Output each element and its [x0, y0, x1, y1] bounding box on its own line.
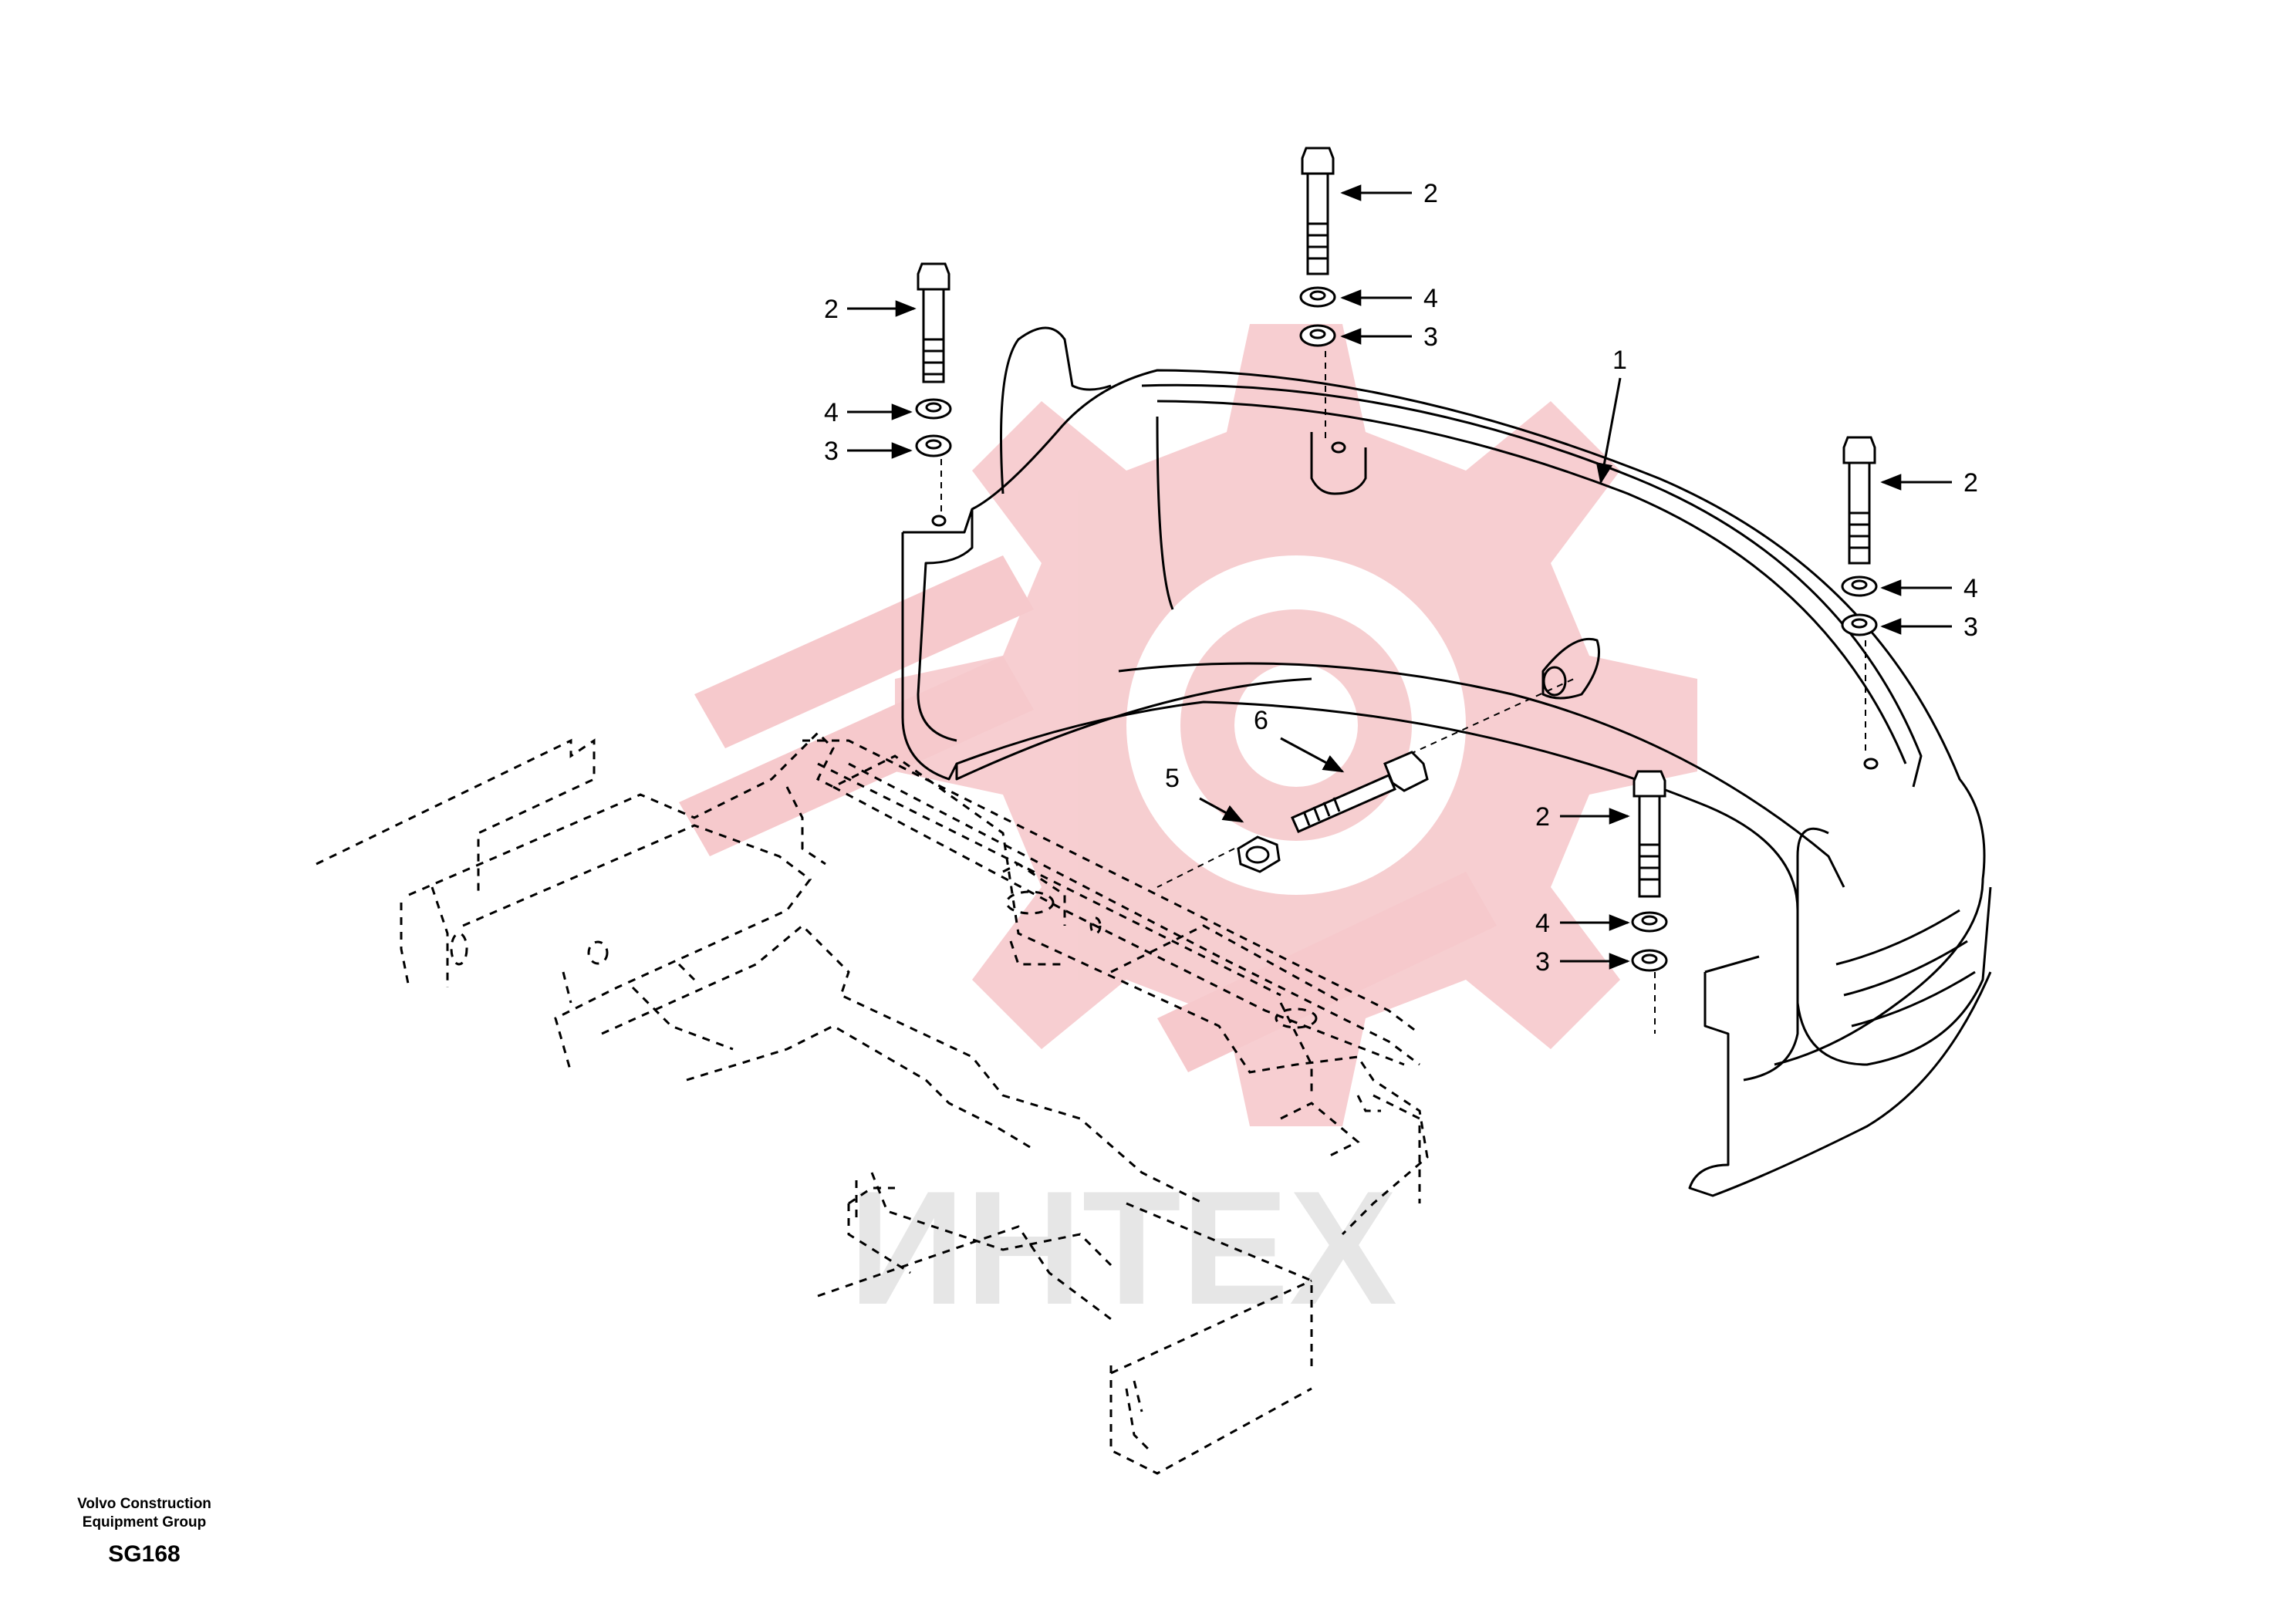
- callout-item-4: 4: [824, 398, 839, 427]
- callout-item-5: 5: [1165, 764, 1180, 793]
- counterweight-outline: [901, 326, 1992, 1197]
- callout-item-3: 3: [1423, 322, 1438, 352]
- callout-item-4: 4: [1423, 284, 1438, 313]
- callout-item-2: 2: [1963, 468, 1978, 498]
- mount-holes: [931, 441, 1879, 770]
- callout-item-3: 3: [824, 437, 839, 466]
- washer-icon: [915, 286, 1878, 972]
- callout-item-1: 1: [1612, 346, 1627, 375]
- callout-item-2: 2: [824, 295, 839, 324]
- assembly-lines: [940, 339, 1866, 1034]
- watermark-bars: [679, 555, 1497, 1072]
- long-bolt-threads: [1302, 797, 1341, 826]
- nut-icon: [1237, 835, 1281, 873]
- drawing-code: SG168: [108, 1541, 181, 1567]
- footer-block: Volvo Construction Equipment Group SG168: [40, 1495, 248, 1568]
- watermark-text: ИНТЕХ: [849, 1157, 1397, 1338]
- frame-bosses: [450, 890, 1318, 1029]
- bolt-threads: [923, 222, 1869, 881]
- callout-item-4: 4: [1963, 574, 1978, 603]
- org-line-1: Volvo Construction: [77, 1496, 211, 1512]
- callout-item-3: 3: [1963, 613, 1978, 642]
- upper-frame-dashed: [316, 731, 1429, 1475]
- callout-item-4: 4: [1535, 909, 1550, 938]
- leader-arrows: [847, 184, 1952, 970]
- callout-item-6: 6: [1254, 706, 1268, 735]
- callout-item-2: 2: [1535, 802, 1550, 832]
- callout-item-3: 3: [1535, 947, 1550, 977]
- callout-item-2: 2: [1423, 179, 1438, 208]
- org-line-2: Equipment Group: [82, 1514, 207, 1531]
